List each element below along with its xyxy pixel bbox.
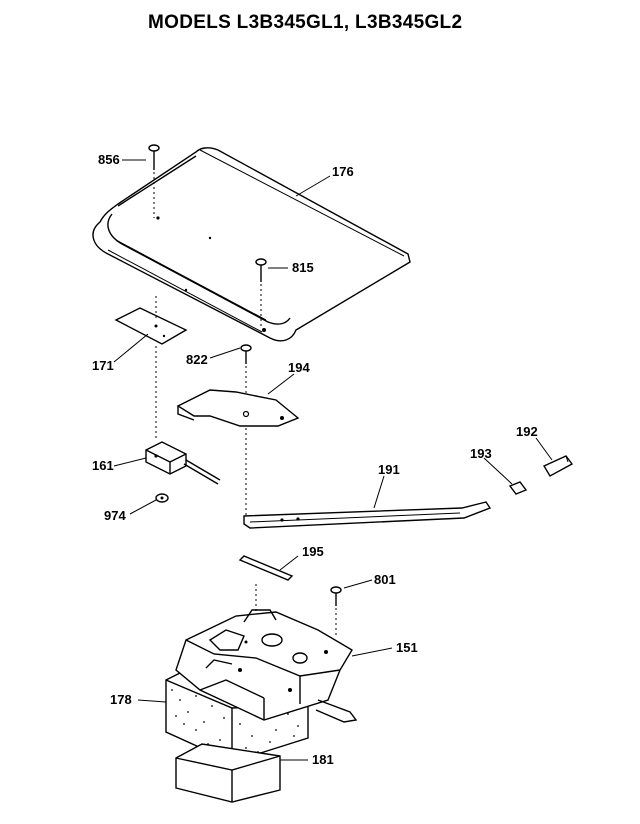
label-161: 161: [92, 458, 114, 473]
knob-192-drawing: [542, 455, 574, 477]
leader-lines: [113, 159, 553, 761]
label-192: 192: [516, 424, 538, 439]
label-178: 178: [110, 692, 132, 707]
label-195: 195: [302, 544, 324, 559]
bracket-194-drawing: [176, 389, 300, 518]
label-194: 194: [288, 360, 310, 375]
label-856: 856: [98, 152, 120, 167]
coupling-193-drawing: [508, 481, 528, 495]
cover-176-drawing: [92, 147, 411, 342]
screw-856-drawing: [148, 144, 160, 218]
label-176: 176: [332, 164, 354, 179]
screw-815-drawing: [255, 258, 267, 328]
screw-801-drawing: [330, 586, 342, 636]
label-815: 815: [292, 260, 314, 275]
nut-974-drawing: [155, 493, 169, 503]
label-151: 151: [396, 640, 418, 655]
label-801: 801: [374, 572, 396, 587]
label-181: 181: [312, 752, 334, 767]
spring-195-drawing: [238, 555, 294, 612]
label-193: 193: [470, 446, 492, 461]
label-191: 191: [378, 462, 400, 477]
latch-assembly-151-drawing: [175, 609, 358, 723]
label-171: 171: [92, 358, 114, 373]
insulator-171-drawing: [114, 296, 188, 440]
switch-161-drawing: [145, 441, 221, 485]
diagram-title: MODELS L3B345GL1, L3B345GL2: [148, 12, 463, 33]
shaft-191-drawing: [243, 501, 492, 529]
block-181-drawing: [175, 743, 281, 803]
label-822: 822: [186, 352, 208, 367]
label-974: 974: [104, 508, 126, 523]
part-labels: 856 176 815 171 822 194 192 193 161 191 …: [92, 152, 538, 767]
